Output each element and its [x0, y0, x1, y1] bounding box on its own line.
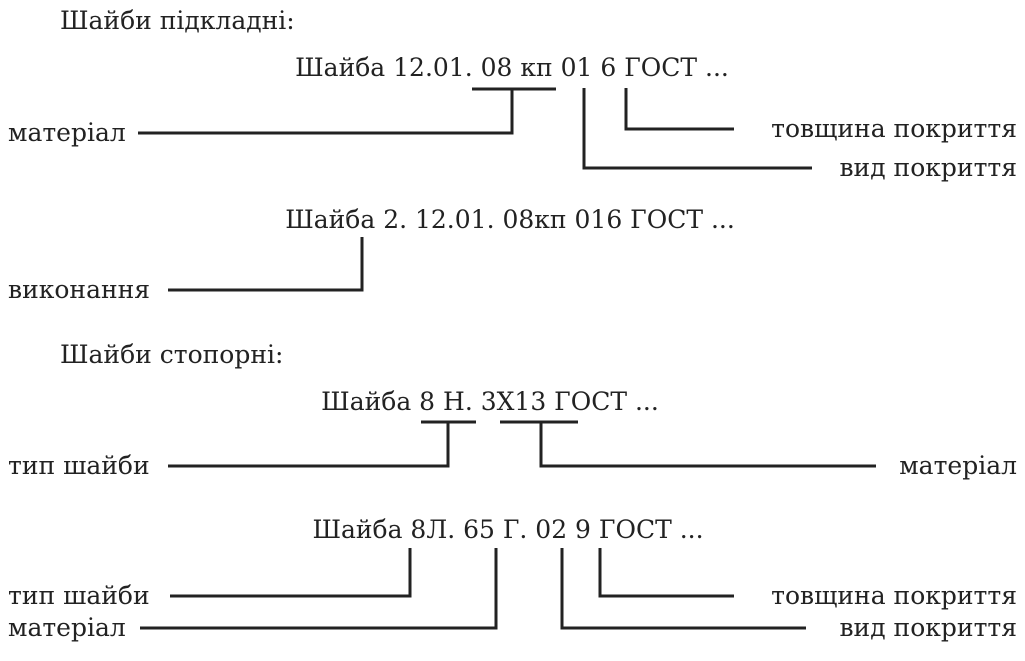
- label-coating-type-4: вид покриття: [839, 613, 1017, 642]
- label-material-1: матеріал: [8, 118, 126, 147]
- leader-coating-thickness-4: [598, 548, 734, 598]
- label-material-3: матеріал: [899, 451, 1017, 480]
- leader-material-1: [138, 87, 556, 135]
- leader-coating-type-4: [560, 548, 806, 630]
- designation-pad-washer-1: Шайба 12.01. 08 кп 01 6 ГОСТ ...: [295, 53, 729, 82]
- designation-pad-washer-2: Шайба 2. 12.01. 08кп 016 ГОСТ ...: [285, 205, 735, 234]
- label-coating-type-1: вид покриття: [839, 153, 1017, 182]
- section-heading-lock-washers: Шайби стопорні:: [60, 340, 284, 369]
- leader-material-4: [140, 548, 498, 630]
- label-coating-thickness-1: товщина покриття: [771, 114, 1017, 143]
- label-material-4: матеріал: [8, 613, 126, 642]
- label-coating-thickness-4: товщина покриття: [771, 581, 1017, 610]
- section-heading-pad-washers: Шайби підкладні:: [60, 6, 295, 35]
- leader-coating-type-1: [582, 88, 812, 170]
- designation-lock-washer-2: Шайба 8Л. 65 Г. 02 9 ГОСТ ...: [312, 515, 704, 544]
- label-execution: виконання: [8, 275, 151, 304]
- leader-coating-thickness-1: [624, 88, 734, 131]
- leader-washer-type-4: [170, 548, 412, 598]
- leader-washer-type-3: [168, 420, 476, 468]
- label-washer-type-4: тип шайби: [8, 581, 150, 610]
- label-washer-type-3: тип шайби: [8, 451, 150, 480]
- leader-execution: [168, 237, 364, 292]
- leader-material-3: [500, 420, 876, 468]
- designation-lock-washer-1: Шайба 8 Н. 3Х13 ГОСТ ...: [321, 387, 659, 416]
